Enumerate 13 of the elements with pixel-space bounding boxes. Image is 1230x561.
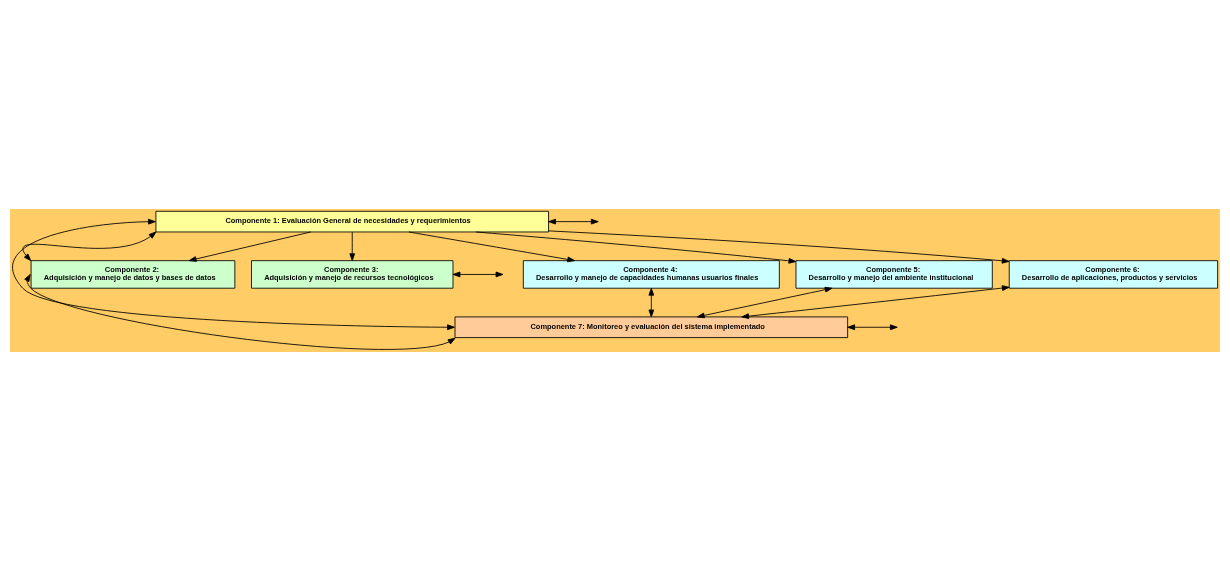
- arrow: [648, 287, 655, 318]
- arrow: [24, 274, 456, 350]
- arrow: [741, 285, 1010, 319]
- arrow: [349, 231, 356, 262]
- arrow: [847, 324, 898, 331]
- arrow: [408, 231, 576, 263]
- arrow: [548, 218, 599, 225]
- arrow: [22, 231, 157, 262]
- arrow: [696, 286, 833, 319]
- arrow: [452, 271, 504, 278]
- arrow: [188, 231, 312, 262]
- arrow: [548, 230, 1010, 264]
- arrow: [475, 231, 797, 264]
